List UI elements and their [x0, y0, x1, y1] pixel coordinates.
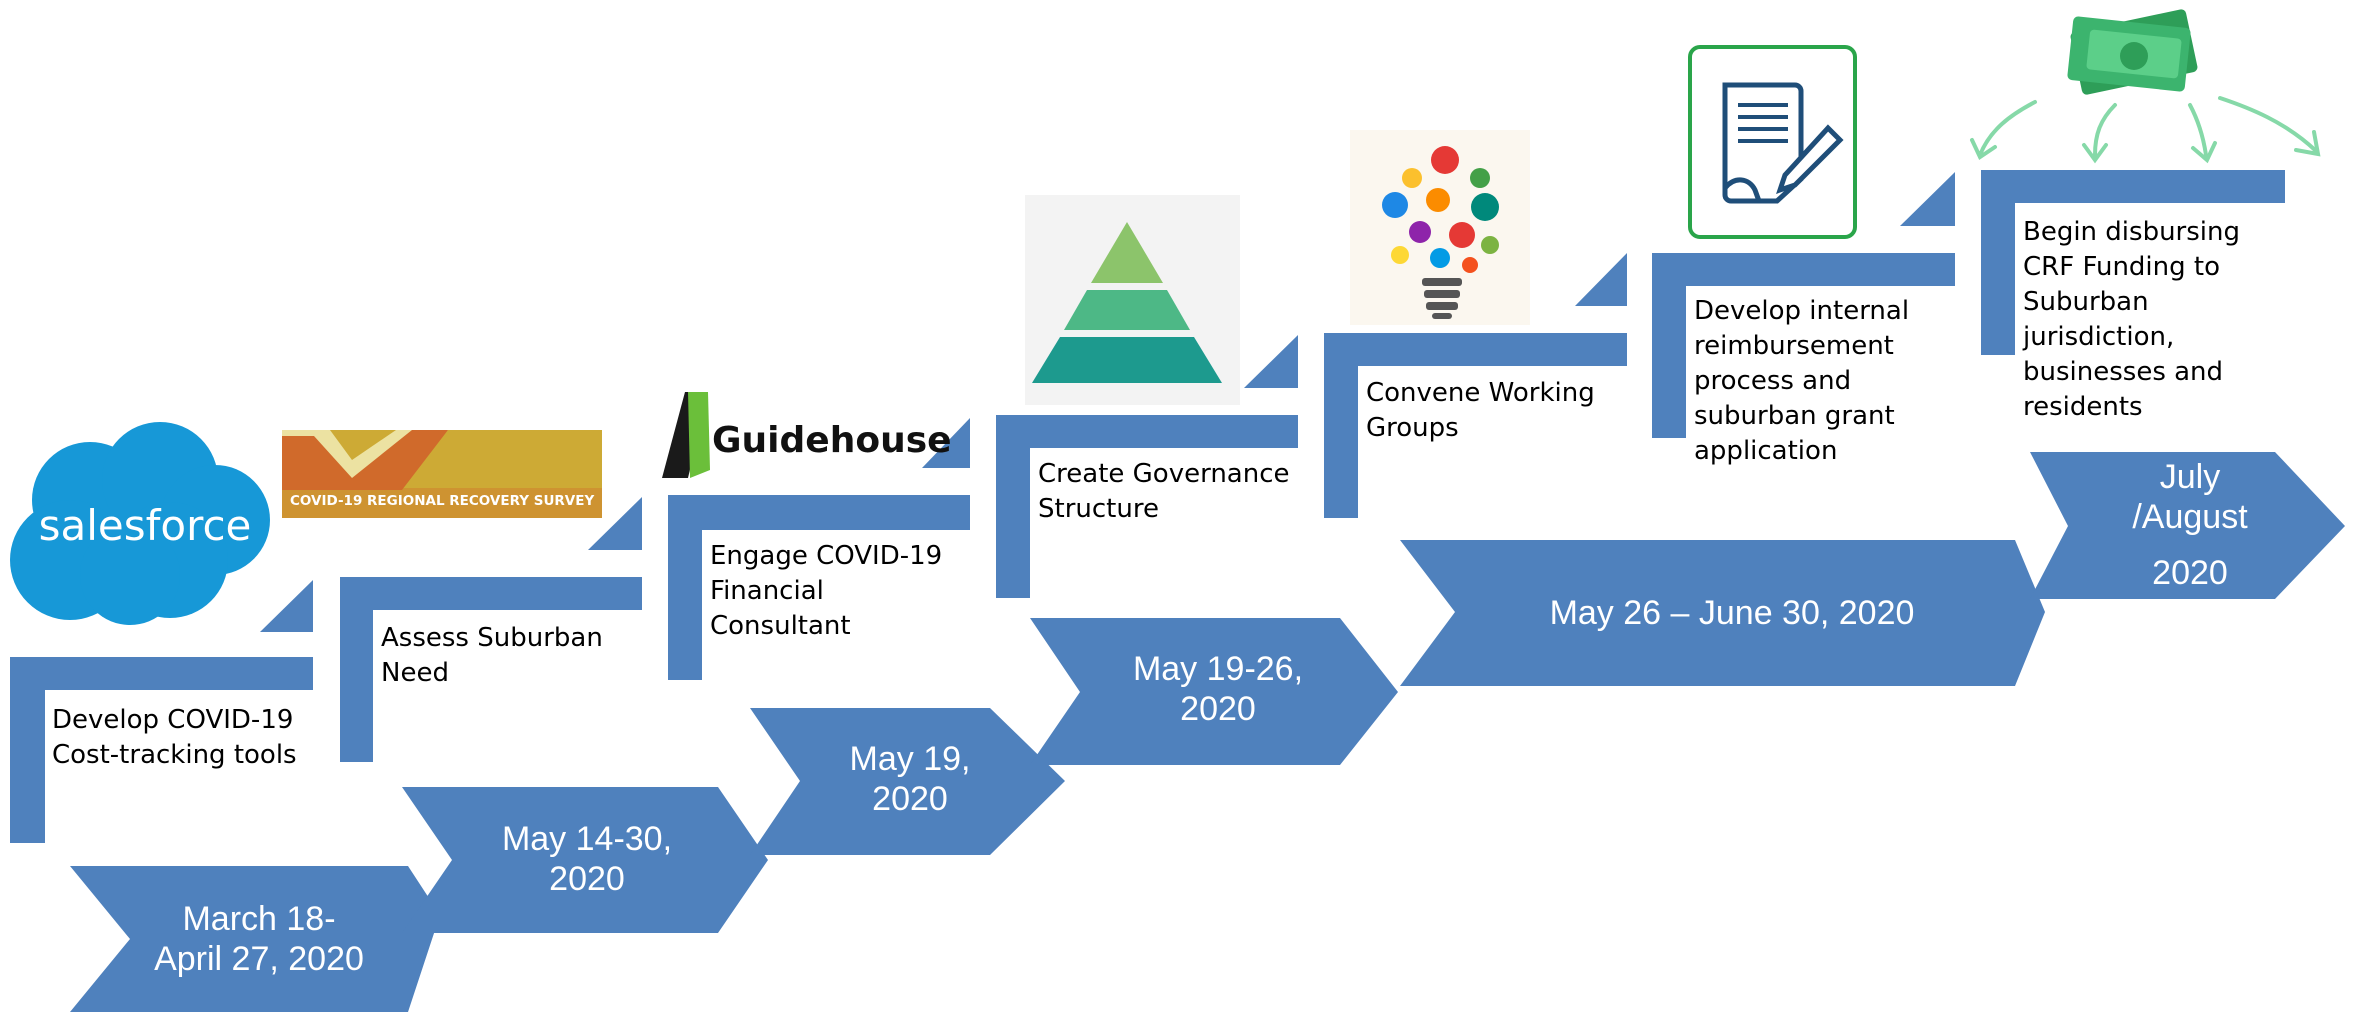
step-bracket-6 [1652, 172, 1955, 438]
step-4-line-2: Structure [1038, 494, 1159, 524]
step-3-line-1: Engage COVID-19 [710, 541, 942, 571]
step-7-line-4: jurisdiction, [2022, 322, 2174, 352]
date-chevron-2: May 14-30, 2020 [402, 787, 768, 933]
step-text-6: Develop internal reimbursement process a… [1694, 296, 1909, 466]
step-6-line-5: application [1694, 436, 1837, 466]
date-label-6a: July [2160, 458, 2220, 496]
covid-survey-logo-icon: COVID-19 REGIONAL RECOVERY SURVEY [282, 430, 602, 518]
step-bracket-2 [340, 497, 642, 762]
date-label-4a: May 19-26, [1133, 650, 1303, 688]
step-7-line-3: Suburban [2023, 287, 2149, 317]
step-4-line-1: Create Governance [1038, 459, 1290, 489]
money-arrows [1970, 96, 2321, 164]
money-icon [2067, 9, 2198, 95]
step-7-line-2: CRF Funding to [2023, 252, 2220, 282]
step-7-line-1: Begin disbursing [2023, 217, 2240, 247]
date-label-2a: May 14-30, [502, 820, 672, 858]
date-chevron-6: July /August 2020 [2030, 452, 2345, 599]
step-text-4: Create Governance Structure [1038, 459, 1290, 524]
step-7-line-5: businesses and [2023, 357, 2223, 387]
step-5-line-1: Convene Working [1366, 378, 1595, 408]
step-bracket-5 [1324, 253, 1627, 518]
salesforce-logo-text: salesforce [39, 501, 252, 550]
date-chevron-3: May 19, 2020 [750, 708, 1065, 855]
date-label-1b: April 27, 2020 [154, 940, 364, 978]
date-chevron-5: May 26 – June 30, 2020 [1400, 540, 2045, 686]
salesforce-logo-icon: salesforce [10, 422, 270, 625]
step-text-2: Assess Suburban Need [381, 623, 603, 688]
date-chevron-4: May 19-26, 2020 [1030, 618, 1398, 765]
step-2-line-1: Assess Suburban [381, 623, 603, 653]
date-label-4b: 2020 [1180, 690, 1256, 728]
step-text-3: Engage COVID-19 Financial Consultant [710, 541, 942, 641]
step-bracket-7 [1981, 170, 2285, 355]
date-label-6b: /August [2132, 498, 2248, 536]
guidehouse-logo-icon: Guidehouse [662, 392, 952, 478]
step-6-line-1: Develop internal [1694, 296, 1909, 326]
document-pen-icon [1688, 45, 1857, 239]
step-3-line-2: Financial [710, 576, 824, 606]
step-7-line-6: residents [2023, 392, 2143, 422]
step-text-7: Begin disbursing CRF Funding to Suburban… [2022, 217, 2240, 422]
date-label-2b: 2020 [549, 860, 625, 898]
step-bracket-3 [668, 418, 970, 680]
date-label-3b: 2020 [872, 780, 948, 818]
step-text-5: Convene Working Groups [1366, 378, 1595, 443]
step-6-line-2: reimbursement [1694, 331, 1894, 361]
step-6-line-3: process and [1694, 366, 1851, 396]
step-bracket-1 [10, 580, 313, 843]
survey-logo-text: COVID-19 REGIONAL RECOVERY SURVEY [290, 493, 594, 509]
step-text-1: Develop COVID-19 Cost-tracking tools [52, 705, 297, 770]
guidehouse-logo-text: Guidehouse [712, 420, 952, 461]
gear-lightbulb-icon [1350, 130, 1530, 325]
date-label-3a: May 19, [850, 740, 971, 778]
date-label-1a: March 18- [182, 900, 335, 938]
date-label-5: May 26 – June 30, 2020 [1550, 594, 1915, 632]
step-1-line-2: Cost-tracking tools [52, 740, 297, 770]
step-5-line-2: Groups [1366, 413, 1459, 443]
date-label-6c: 2020 [2152, 554, 2228, 592]
date-chevron-1: March 18- April 27, 2020 [70, 866, 440, 1012]
step-3-line-3: Consultant [710, 611, 851, 641]
step-6-line-4: suburban grant [1694, 401, 1895, 431]
step-1-line-1: Develop COVID-19 [52, 705, 293, 735]
pyramid-icon [1025, 195, 1240, 405]
step-bracket-4 [996, 335, 1298, 598]
step-2-line-2: Need [381, 658, 449, 688]
